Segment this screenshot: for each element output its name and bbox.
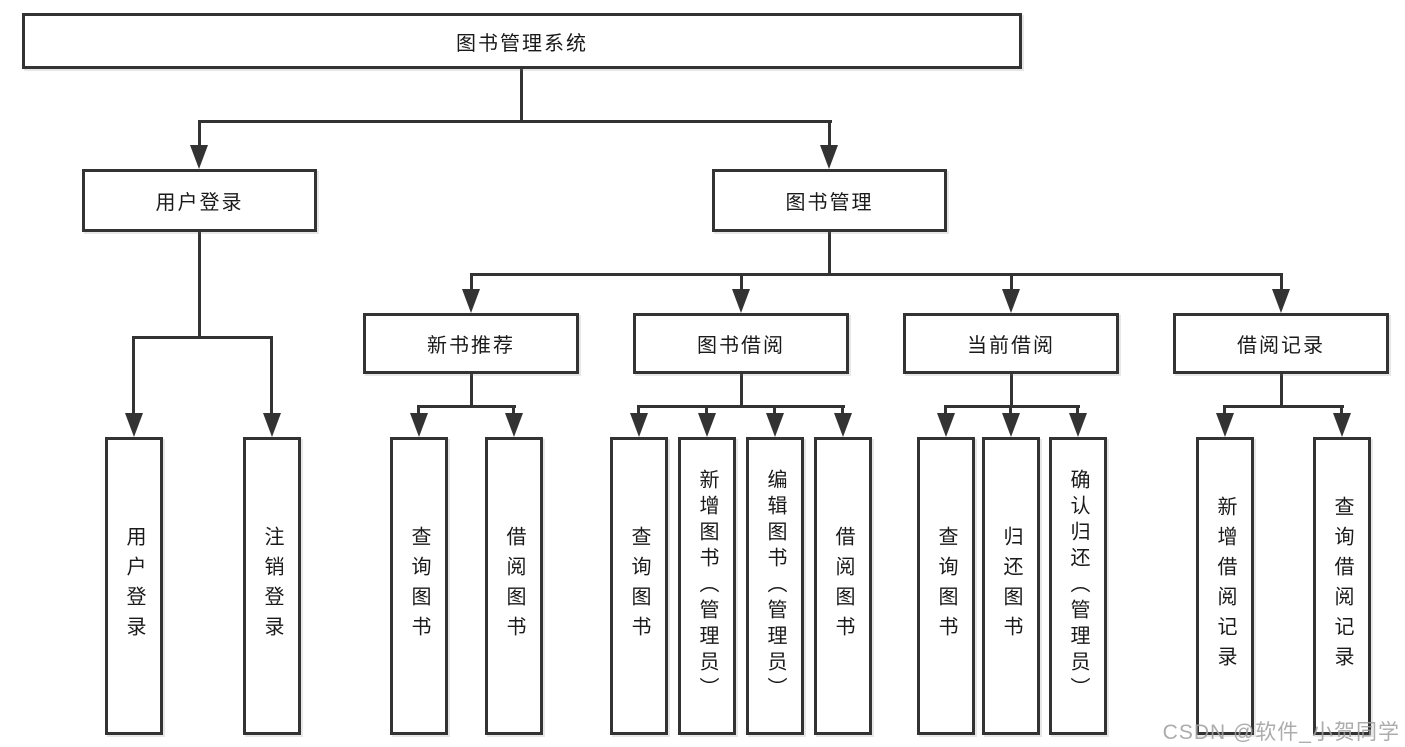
node-label: 编辑图书（管理员） bbox=[764, 469, 786, 703]
node-book-borrow: 图书借阅 bbox=[633, 313, 849, 374]
edge-book-borrow-bar bbox=[637, 405, 845, 408]
edge-book-management-stem bbox=[828, 232, 831, 273]
node-label: 图书借阅 bbox=[697, 335, 785, 357]
node-label: 新增图书（管理员） bbox=[696, 469, 718, 703]
node-label: 新书推荐 bbox=[427, 335, 515, 357]
arrowhead-book-borrow bbox=[732, 289, 750, 313]
edge-new-book-recommend-stem bbox=[470, 374, 473, 405]
arrowhead-borrow-records bbox=[1272, 289, 1290, 313]
node-label: 新增借阅记录 bbox=[1214, 496, 1236, 676]
edge-to-leaf-user-login bbox=[132, 336, 135, 426]
arrowhead-leaf-query-books-1 bbox=[410, 413, 428, 437]
arrowhead-leaf-logout bbox=[263, 413, 281, 437]
arrowhead-leaf-add-book bbox=[698, 413, 716, 437]
edge-book-management-bar bbox=[470, 273, 1283, 276]
arrowhead-current-borrow bbox=[1002, 289, 1020, 313]
edge-borrow-records-bar bbox=[1223, 405, 1344, 408]
node-label: 归还图书 bbox=[1000, 526, 1022, 646]
edge-current-borrow-stem bbox=[1010, 374, 1013, 405]
node-borrow-records: 借阅记录 bbox=[1173, 313, 1389, 374]
node-label: 用户登录 bbox=[155, 192, 244, 214]
arrowhead-leaf-confirm-return bbox=[1069, 413, 1087, 437]
node-label: 查询图书 bbox=[935, 526, 957, 646]
leaf-add-borrow-record: 新增借阅记录 bbox=[1196, 437, 1254, 735]
leaf-edit-book-admin: 编辑图书（管理员） bbox=[746, 437, 804, 735]
node-label: 借阅记录 bbox=[1237, 335, 1325, 357]
edge-root-bar bbox=[198, 120, 832, 123]
node-book-management: 图书管理 bbox=[712, 169, 947, 232]
leaf-query-borrow-record: 查询借阅记录 bbox=[1313, 437, 1371, 735]
node-label: 借阅图书 bbox=[503, 526, 525, 646]
edge-root-stem bbox=[520, 69, 523, 121]
node-label: 图书管理 bbox=[785, 192, 874, 214]
edge-to-leaf-logout bbox=[270, 336, 273, 426]
node-label: 查询图书 bbox=[628, 526, 650, 646]
leaf-query-books-2: 查询图书 bbox=[610, 437, 668, 735]
arrowhead-leaf-user-login bbox=[125, 413, 143, 437]
node-current-borrow: 当前借阅 bbox=[903, 313, 1119, 374]
arrowhead-user-login bbox=[190, 145, 208, 169]
edge-to-new-book-recommend bbox=[470, 273, 473, 303]
edge-to-user-login bbox=[198, 120, 201, 160]
arrowhead-new-book-recommend bbox=[462, 289, 480, 313]
arrowhead-leaf-borrow-books-1 bbox=[505, 413, 523, 437]
arrowhead-book-management bbox=[820, 145, 838, 169]
leaf-add-book-admin: 新增图书（管理员） bbox=[678, 437, 736, 735]
node-label: 借阅图书 bbox=[832, 526, 854, 646]
edge-new-book-recommend-bar bbox=[417, 405, 516, 408]
leaf-user-login: 用户登录 bbox=[105, 437, 163, 735]
node-label: 查询图书 bbox=[408, 526, 430, 646]
edge-book-borrow-stem bbox=[740, 374, 743, 405]
arrowhead-leaf-edit-book bbox=[766, 413, 784, 437]
node-label: 图书管理系统 bbox=[456, 32, 588, 55]
edge-to-current-borrow bbox=[1010, 273, 1013, 303]
edge-user-login-stem bbox=[198, 232, 201, 336]
node-label: 用户登录 bbox=[123, 526, 145, 646]
edge-to-book-management bbox=[828, 120, 831, 160]
arrowhead-leaf-query-borrow-record bbox=[1333, 413, 1351, 437]
arrowhead-leaf-query-books-2 bbox=[630, 413, 648, 437]
arrowhead-leaf-return-book bbox=[1002, 413, 1020, 437]
node-label: 注销登录 bbox=[261, 526, 283, 646]
leaf-borrow-books-2: 借阅图书 bbox=[814, 437, 872, 735]
node-user-login: 用户登录 bbox=[82, 169, 317, 232]
node-label: 当前借阅 bbox=[967, 335, 1055, 357]
watermark-text: CSDN @软件_小贺同学 bbox=[1162, 721, 1400, 744]
node-library-management-system: 图书管理系统 bbox=[22, 13, 1022, 69]
leaf-borrow-books-1: 借阅图书 bbox=[485, 437, 543, 735]
edge-user-login-bar bbox=[132, 336, 273, 339]
leaf-return-book: 归还图书 bbox=[982, 437, 1040, 735]
edge-current-borrow-bar bbox=[944, 405, 1080, 408]
leaf-query-books-1: 查询图书 bbox=[390, 437, 448, 735]
edge-to-book-borrow bbox=[740, 273, 743, 303]
node-new-book-recommend: 新书推荐 bbox=[363, 313, 579, 374]
leaf-confirm-return-admin: 确认归还（管理员） bbox=[1049, 437, 1107, 735]
node-label: 确认归还（管理员） bbox=[1067, 469, 1089, 703]
arrowhead-leaf-borrow-books-2 bbox=[834, 413, 852, 437]
node-label: 查询借阅记录 bbox=[1331, 496, 1353, 676]
arrowhead-leaf-query-books-3 bbox=[937, 413, 955, 437]
leaf-logout: 注销登录 bbox=[243, 437, 301, 735]
edge-to-borrow-records bbox=[1280, 273, 1283, 303]
edge-borrow-records-stem bbox=[1280, 374, 1283, 405]
arrowhead-leaf-add-borrow-record bbox=[1216, 413, 1234, 437]
leaf-query-books-3: 查询图书 bbox=[917, 437, 975, 735]
